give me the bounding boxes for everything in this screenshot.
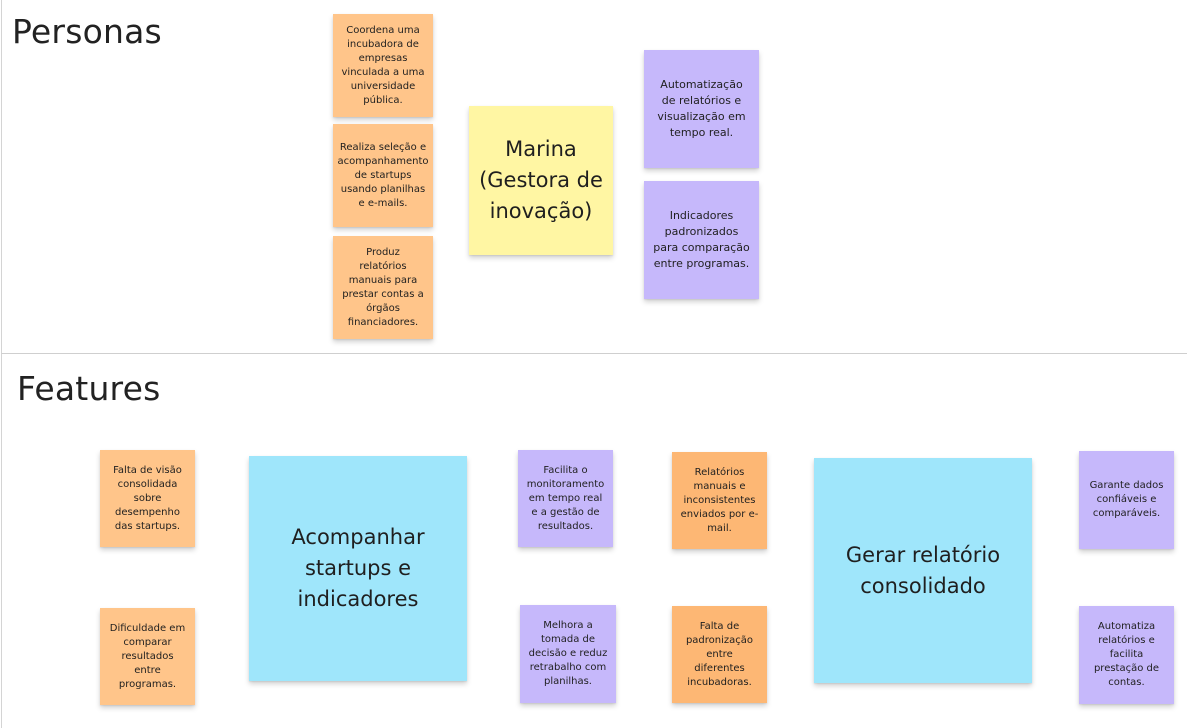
features-frame[interactable]: Features [1,354,1187,728]
feature-note-relatorio[interactable]: Gerar relatório consolidado [814,458,1032,683]
personas-frame-title: Personas [12,12,162,51]
feature-note-acompanhar[interactable]: Acompanhar startups e indicadores [249,456,467,681]
feature-problem-note[interactable]: Dificuldade em comparar resultados entre… [100,608,195,705]
feature-problem-note[interactable]: Relatórios manuais e inconsistentes envi… [672,452,767,549]
persona-context-note[interactable]: Coordena uma incubadora de empresas vinc… [333,14,433,117]
feature-benefit-note[interactable]: Melhora a tomada de decisão e reduz retr… [520,605,616,703]
persona-name-note[interactable]: Marina (Gestora de inovação) [469,106,613,255]
feature-benefit-note[interactable]: Facilita o monitoramento em tempo real e… [518,450,613,547]
persona-need-note[interactable]: Indicadores padronizados para comparação… [644,181,759,299]
feature-benefit-note[interactable]: Automatiza relatórios e facilita prestaç… [1079,606,1174,704]
persona-need-note[interactable]: Automatização de relatórios e visualizaç… [644,50,759,168]
personas-frame[interactable]: Personas [1,0,1187,354]
feature-problem-note[interactable]: Falta de visão consolidada sobre desempe… [100,450,195,547]
feature-benefit-note[interactable]: Garante dados confiáveis e comparáveis. [1079,451,1174,549]
features-frame-title: Features [17,369,161,408]
persona-context-note[interactable]: Produz relatórios manuais para prestar c… [333,236,433,339]
feature-problem-note[interactable]: Falta de padronização entre diferentes i… [672,606,767,703]
persona-context-note[interactable]: Realiza seleção e acompanhamento de star… [333,124,433,227]
